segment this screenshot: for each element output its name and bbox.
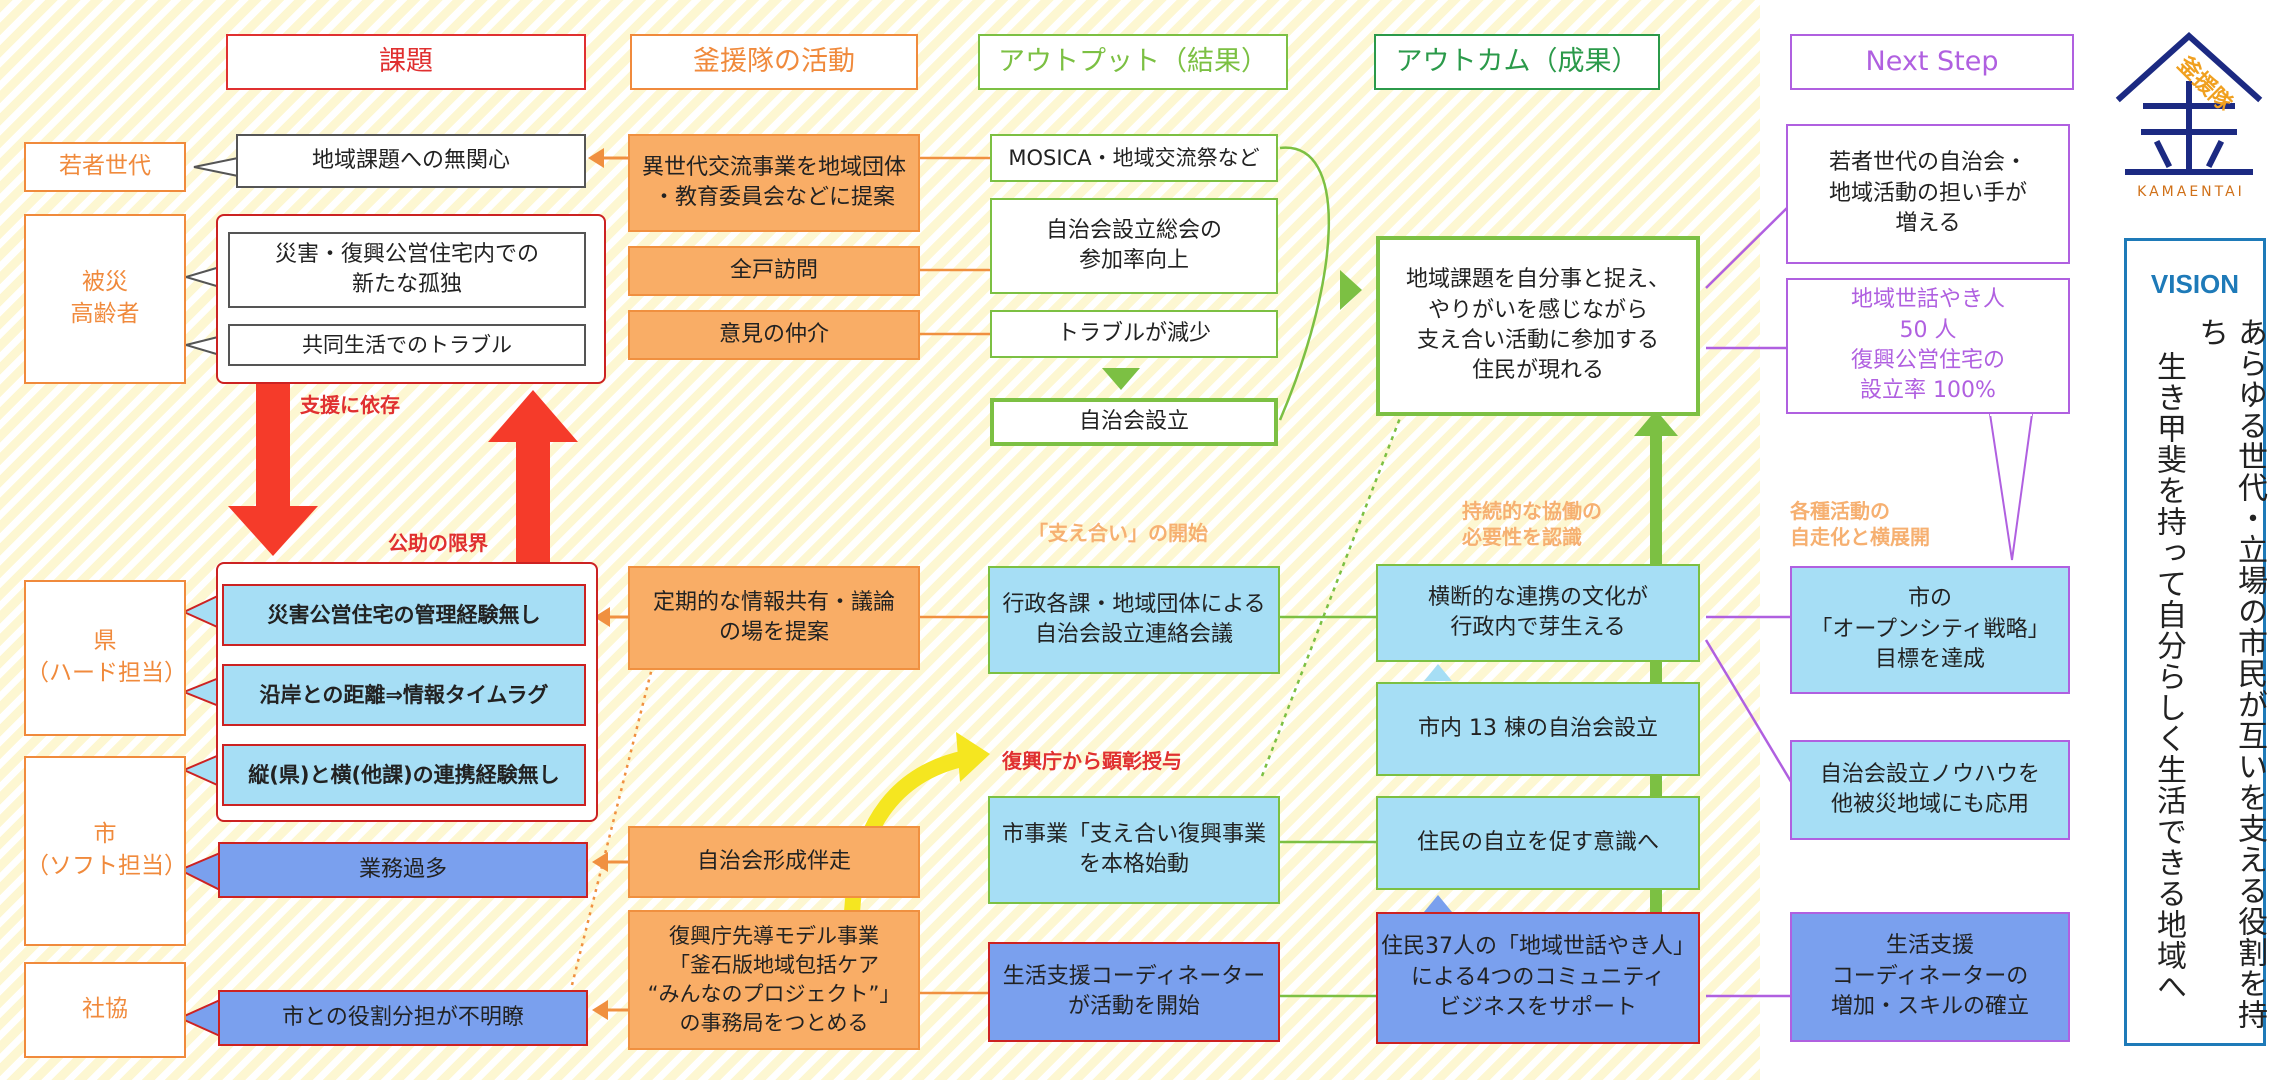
callout-tail [193,156,239,178]
next-open-city: 市の 「オープンシティ戦略」 目標を達成 [1790,566,2070,694]
public-limit-arrow [488,390,578,566]
activity-proposal: 異世代交流事業を地域団体 ・教育委員会などに提案 [628,134,920,232]
vision-text-2: 生き甲斐を持って自分らしく生活できる地域へ [2151,351,2186,1002]
outcome-thirteen: 市内 13 棟の自治会設立 [1376,682,1700,776]
outcome-culture: 横断的な連携の文化が 行政内で芽生える [1376,564,1700,662]
output-city-project: 市事業「支え合い復興事業 を本格始動 [988,796,1280,904]
issue-management-experience: 災害公営住宅の管理経験無し [222,584,586,646]
issue-distance: 沿岸との距離⇒情報タイムラグ [222,664,586,726]
header-activities: 釜援隊の活動 [630,34,918,90]
stakeholder-elderly: 被災 高齢者 [24,214,186,384]
output-less-trouble: トラブルが減少 [990,310,1278,358]
outcome-residents: 地域課題を自分事と捉え、 やりがいを感じながら 支え合い活動に参加する 住民が現… [1376,236,1700,416]
issue-trouble: 共同生活でのトラブル [228,324,586,366]
stakeholder-city: 市 （ソフト担当） [24,756,187,946]
stakeholder-prefecture: 県 （ハード担当） [24,580,187,736]
label-public-limit: 公助の限界 [388,531,488,555]
dependence-arrow [228,382,318,556]
vision-label: VISION [2150,269,2240,299]
label-dependence: 支援に依存 [300,393,400,417]
label-sustain: 持続的な協働の 必要性を認識 [1462,499,1602,549]
issue-overload: 業務過多 [218,842,588,898]
output-mosica: MOSICA・地域交流祭など [990,134,1278,182]
label-award: 復興庁から顕彰授与 [1002,749,1182,773]
next-youth: 若者世代の自治会・ 地域活動の担い手が 増える [1786,124,2070,264]
header-outcomes: アウトカム（成果） [1374,34,1660,90]
activity-mediation: 意見の仲介 [628,310,920,360]
vision-panel: VISION あらゆる世代・立場の市民が互いを支える役割を持ち 生き甲斐を持って… [2124,238,2267,1046]
header-issues: 課題 [226,34,586,90]
issue-cooperation: 縦(県)と横(他課)の連携経験無し [222,744,586,806]
output-participation: 自治会設立総会の 参加率向上 [990,198,1278,294]
next-knowhow: 自治会設立ノウハウを 他被災地域にも応用 [1790,740,2070,840]
activity-model-project: 復興庁先導モデル事業 「釜石版地域包括ケア “みんなのプロジェクト”」 の事務局… [628,910,920,1050]
activity-formation: 自治会形成伴走 [628,826,920,898]
header-outputs: アウトプット（結果） [978,34,1288,90]
label-autonomy: 各種活動の 自走化と横展開 [1790,499,1930,549]
stakeholder-youth: 若者世代 [24,142,186,192]
activity-info-share: 定期的な情報共有・議論 の場を提案 [628,566,920,670]
logo-name: KAMAENTAI [2137,184,2245,200]
next-targets: 地域世話やき人 50 人 復興公営住宅の 設立率 100% [1786,278,2070,414]
output-council: 行政各課・地域団体による 自治会設立連絡会議 [988,566,1280,674]
issue-isolation: 災害・復興公営住宅内での 新たな孤独 [228,232,586,308]
issue-indifference: 地域課題への無関心 [236,134,586,188]
stakeholder-social-welfare: 社協 [24,962,186,1058]
label-mutual-start: 「支え合い」の開始 [1028,521,1208,545]
header-next-step: Next Step [1790,34,2074,90]
callout-tail [177,998,221,1038]
outcome-caretakers: 住民37人の「地域世話やき人」 による4つのコミュニティ ビジネスをサポート [1376,912,1700,1044]
outcome-independence: 住民の自立を促す意識へ [1376,796,1700,890]
activity-visits: 全戸訪問 [628,246,920,296]
output-coordinator: 生活支援コーディネーター が活動を開始 [988,942,1280,1042]
output-association: 自治会設立 [990,398,1278,446]
next-coordinator-growth: 生活支援 コーディネーターの 増加・スキルの確立 [1790,912,2070,1042]
kamaentai-logo-mark [2115,31,2263,175]
issue-role-sharing: 市との役割分担が不明瞭 [218,990,588,1046]
vision-text-1: あらゆる世代・立場の市民が互いを支える役割を持ち [2193,317,2267,1030]
kamaentai-logo: 釜援隊 KAMAENTAI [2114,28,2264,206]
